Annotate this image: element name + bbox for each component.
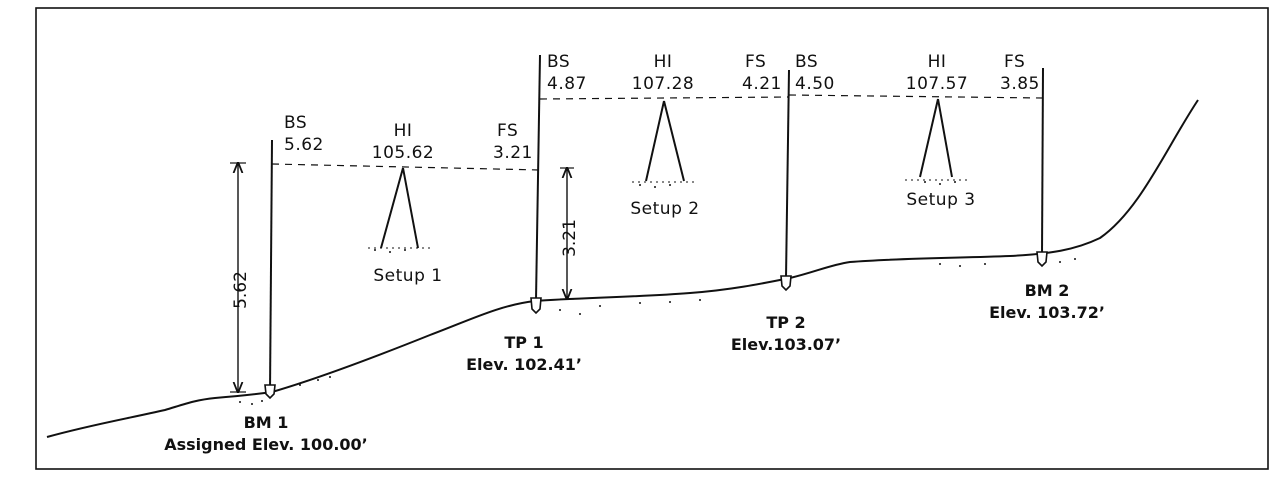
tripod-icon [632,100,694,183]
dimension-label-tp1: 3.21 [560,219,580,257]
rod-bm2 [1041,67,1044,257]
point-name: TP 2 [766,313,805,332]
bs-label: BS [284,113,307,133]
setup-label: Setup 2 [630,199,699,219]
bs-label: BS [547,52,570,72]
fs-value: 4.21 [742,74,782,94]
hi-value: 107.28 [632,74,694,94]
fs-label: FS [745,52,766,72]
ground-profile [46,99,1199,438]
tripod-icon [905,98,968,181]
pin-icon [264,384,276,400]
hi-label: HI [928,52,947,72]
pin-icon [780,275,792,292]
fs-label: FS [497,121,518,141]
bs-value: 4.87 [547,74,587,94]
sight-line-1 [271,163,541,171]
tripod-icon [368,167,430,249]
pin-icon [530,297,542,315]
pin-icon [1036,251,1048,268]
point-name: BM 2 [1025,281,1070,300]
bs-value: 4.50 [795,74,835,94]
point-elevation: Elev. 102.41’ [466,355,582,374]
ground-stipple [239,181,1076,405]
fs-label: FS [1004,52,1025,72]
sight-line-2 [539,96,790,100]
point-elevation: Elev. 103.72’ [989,303,1105,322]
sight-line-3 [788,94,1044,99]
rod-tp1 [535,54,541,301]
fs-value: 3.85 [1000,74,1040,94]
point-name: TP 1 [504,333,543,352]
diagram-border [35,7,1269,470]
dimension-label-bm1: 5.62 [231,271,251,309]
bs-label: BS [795,52,818,72]
hi-value: 105.62 [372,143,434,163]
hi-label: HI [394,121,413,141]
point-elevation: Assigned Elev. 100.00’ [164,435,368,454]
point-name: BM 1 [244,413,289,432]
hi-value: 107.57 [906,74,968,94]
hi-label: HI [654,52,673,72]
setup-label: Setup 1 [373,266,442,286]
fs-value: 3.21 [493,143,533,163]
rod-tp2 [785,69,790,279]
bs-value: 5.62 [284,135,324,155]
setup-label: Setup 3 [906,190,975,210]
rod-bm1 [269,139,273,393]
point-elevation: Elev.103.07’ [731,335,841,354]
